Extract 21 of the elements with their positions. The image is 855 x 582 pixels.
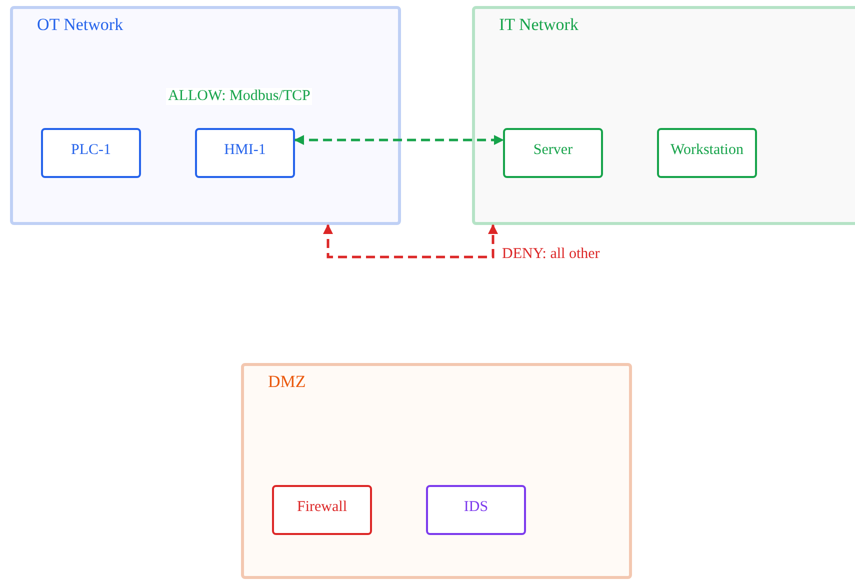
device-box bbox=[503, 128, 603, 178]
device-box bbox=[657, 128, 757, 178]
zone-title: IT Network bbox=[499, 15, 578, 35]
ot-network-zone bbox=[10, 6, 401, 225]
firewall-box bbox=[272, 485, 372, 535]
device-label: Firewall bbox=[296, 499, 348, 516]
zone-title: OT Network bbox=[37, 15, 124, 35]
device-box bbox=[426, 485, 526, 535]
device-label: Workstation bbox=[670, 142, 744, 159]
edge-label: ALLOW: Modbus/TCP bbox=[166, 88, 312, 105]
connector-arrow bbox=[323, 224, 498, 258]
connector-arrow bbox=[294, 135, 504, 145]
device-box bbox=[195, 128, 295, 178]
dmz-zone bbox=[241, 363, 632, 579]
device-box bbox=[41, 128, 141, 178]
it-network-zone bbox=[472, 6, 855, 225]
device-label: Server bbox=[532, 142, 574, 159]
zone-title: DMZ bbox=[268, 372, 306, 392]
device-label: HMI-1 bbox=[223, 142, 267, 159]
device-label: IDS bbox=[462, 499, 490, 516]
device-label: PLC-1 bbox=[70, 142, 112, 159]
